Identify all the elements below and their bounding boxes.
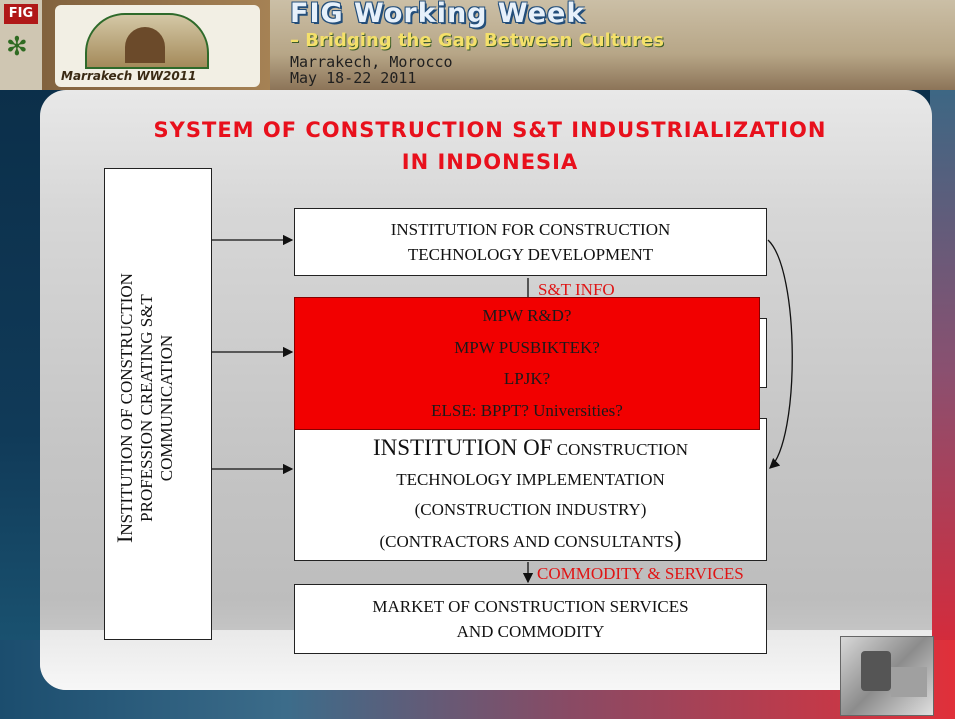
palm-tree-icon: ✻ [6,32,28,61]
implementation-line-1: INSTITUTION OF CONSTRUCTION [373,433,688,465]
candidate-institutions-overlay: MPW R&D? MPW PUSBIKTEK? LPJK? ELSE: BPPT… [294,297,760,430]
implementation-institution-text: INSTITUTION OF CONSTRUCTION TECHNOLOGY I… [295,419,766,560]
market-text: MARKET OF CONSTRUCTION SERVICES AND COMM… [295,585,766,653]
flow-label-commodity-services: COMMODITY & SERVICES [537,564,744,583]
slide-title: SYSTEM OF CONSTRUCTION S&T INDUSTRIALIZA… [60,114,920,178]
implementation-line-4-paren: ) [673,526,682,552]
development-line-2: TECHNOLOGY DEVELOPMENT [407,245,654,264]
market-line-2: AND COMMODITY [456,622,605,641]
profession-initial-letter: I [112,535,137,543]
tank-image-part [891,667,927,697]
development-line-1: INSTITUTION FOR CONSTRUCTION [390,220,671,239]
implementation-line-1-big: INSTITUTION OF [372,434,553,460]
conference-place: Marrakech, Morocco [290,53,453,71]
header-photo-backdrop [270,0,955,90]
curved-arrow-development-to-implementation [767,239,793,469]
market-line-1: MARKET OF CONSTRUCTION SERVICES [372,597,689,616]
profession-institution-line-1: INSTITUTION OF CONSTRUCTION [112,208,137,608]
development-institution-text: INSTITUTION FOR CONSTRUCTION TECHNOLOGY … [295,209,766,275]
profession-institution-label: INSTITUTION OF CONSTRUCTION PROFESSION C… [112,208,177,608]
profession-institution-box [104,168,212,640]
profession-line-1-rest: NSTITUTION OF CONSTRUCTION [117,273,136,536]
implementation-line-3: (CONSTRUCTION INDUSTRY) [414,499,647,519]
overlay-item-mpw-rd: MPW R&D? [482,305,572,325]
development-institution-box: INSTITUTION FOR CONSTRUCTION TECHNOLOGY … [294,208,767,276]
conference-location: Marrakech, Morocco May 18-22 2011 [290,54,453,86]
construction-photo [840,636,934,716]
machinery-image-part [861,651,891,691]
implementation-line-4-text: (CONTRACTORS AND CONSULTANTS [379,531,674,551]
overlay-item-lpjk: LPJK? [503,369,551,389]
overlay-item-else: ELSE: BPPT? Universities? [431,401,623,421]
conference-dates: May 18-22 2011 [290,69,417,87]
profession-institution-line-3: COMMUNICATION [157,334,176,482]
implementation-institution-box: INSTITUTION OF CONSTRUCTION TECHNOLOGY I… [294,418,767,561]
fig-logo: FIG ✻ [0,0,42,90]
slide-title-line-1: SYSTEM OF CONSTRUCTION S&T INDUSTRIALIZA… [153,118,827,142]
conference-header-banner: FIG ✻ Marrakech WW2011 FIG Working Week … [0,0,955,90]
implementation-line-2: TECHNOLOGY IMPLEMENTATION [396,469,665,489]
working-week-logo: Marrakech WW2011 [55,5,260,87]
flow-label-st-info: S&T INFO [538,280,615,299]
conference-title: FIG Working Week [290,0,586,29]
fig-logo-text: FIG [4,4,38,24]
overlay-item-mpw-pusbiktek: MPW PUSBIKTEK? [454,337,600,357]
market-box: MARKET OF CONSTRUCTION SERVICES AND COMM… [294,584,767,654]
profession-institution-line-2: PROFESSION CREATING S&T [137,294,156,522]
implementation-line-4: (CONTRACTORS AND CONSULTANTS) [380,525,682,557]
ww-logo-caption: Marrakech WW2011 [61,69,197,83]
implementation-line-1-small: CONSTRUCTION [552,439,689,459]
slide-title-line-2: IN INDONESIA [401,150,579,174]
conference-subtitle: – Bridging the Gap Between Cultures [290,30,664,51]
arch-icon [125,27,165,63]
right-decorative-band [930,90,955,650]
